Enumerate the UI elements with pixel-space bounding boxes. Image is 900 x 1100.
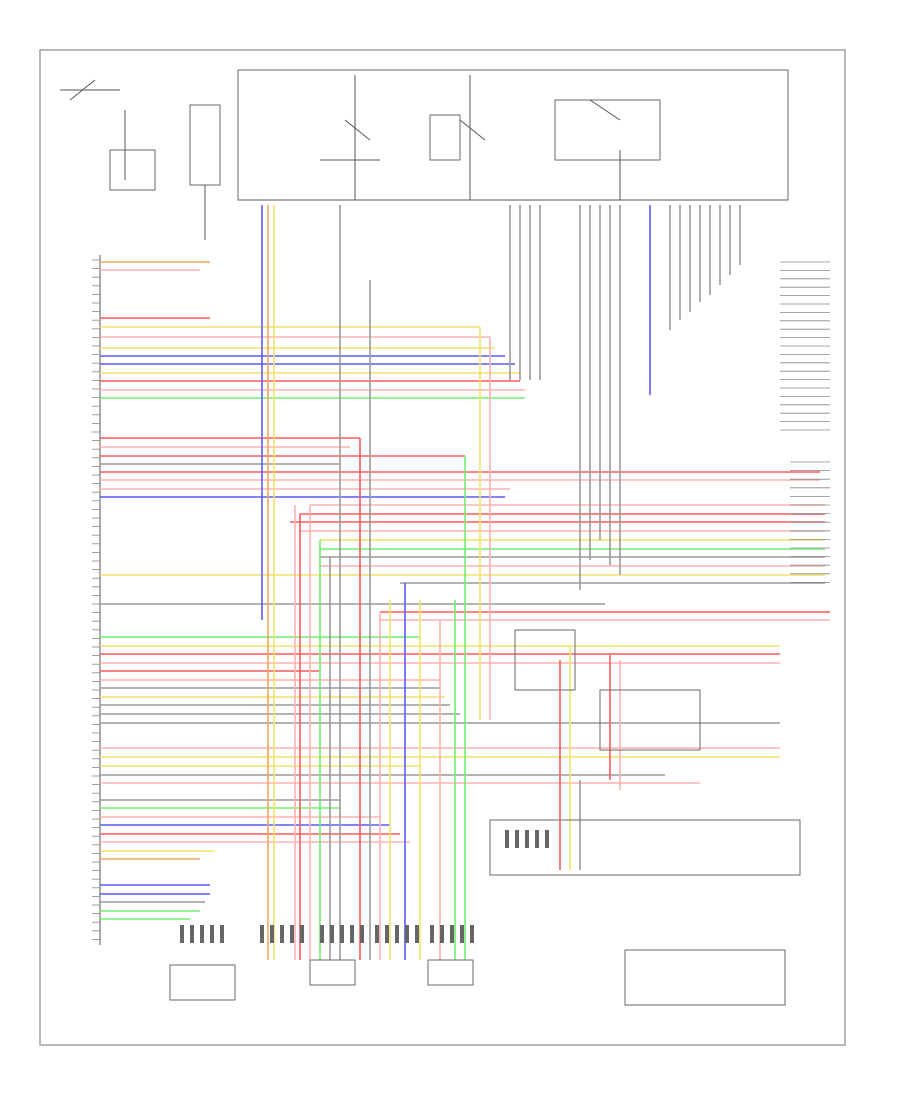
connector-pin [450,925,454,943]
connector-pin [300,925,304,943]
connector-pin [280,925,284,943]
connector-pin [535,830,539,848]
fuel-pump-module [169,964,236,1001]
diagram-frame [39,49,846,1046]
connector-pin [220,925,224,943]
connector-pin [515,830,519,848]
connector-pin [430,925,434,943]
engine-relay-group [554,99,661,200]
connector-pin [320,925,324,943]
hot-in-run-source-2 [429,75,486,200]
fuse-relay-box-upper [237,69,789,201]
connector-pin [190,925,194,943]
connector-pin [270,925,274,943]
connector-pin [200,925,204,943]
underhood-relay-module [489,819,801,876]
instrument-cluster [309,959,356,986]
connector-pin [545,830,549,848]
data-link-connector [427,959,474,986]
connector-pin [385,925,389,943]
connector-pin [525,830,529,848]
ignition-switch [189,104,221,240]
connector-pin [415,925,419,943]
connector-pin [440,925,444,943]
transmission-range-switch [624,949,786,1006]
connector-pin [180,925,184,943]
connector-pin [505,830,509,848]
connector-pin [405,925,409,943]
connector-pin [470,925,474,943]
connector-pin [360,925,364,943]
connector-pin [375,925,379,943]
connector-pin [290,925,294,943]
connector-pin [350,925,354,943]
connector-pin [260,925,264,943]
connector-pin [460,925,464,943]
right-connector-pins [180,261,830,943]
connector-pin [395,925,399,943]
engine-control-module [92,255,101,945]
injector-group [514,629,701,751]
hot-in-run-source-1 [320,75,380,200]
wire-bundle-vertical [261,205,741,960]
connector-pin [210,925,214,943]
connector-pin [330,925,334,943]
hot-at-all-times-source [60,79,156,191]
connector-pin [340,925,344,943]
